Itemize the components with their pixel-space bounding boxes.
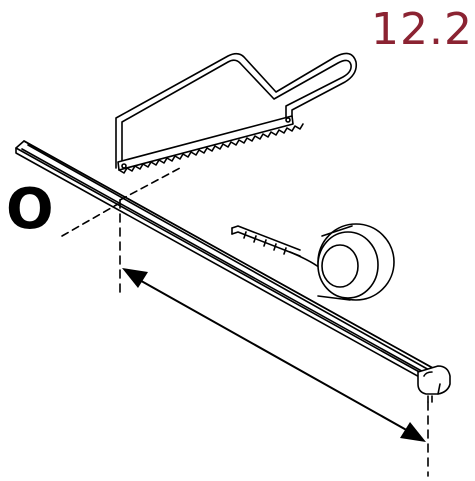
step-number: 12.2 bbox=[371, 4, 473, 55]
rail-profile bbox=[15, 140, 451, 403]
dimension-arrow bbox=[61, 167, 429, 477]
reference-point-label: O bbox=[6, 177, 54, 242]
tape-measure-icon bbox=[231, 223, 395, 301]
hacksaw-icon bbox=[115, 52, 358, 174]
